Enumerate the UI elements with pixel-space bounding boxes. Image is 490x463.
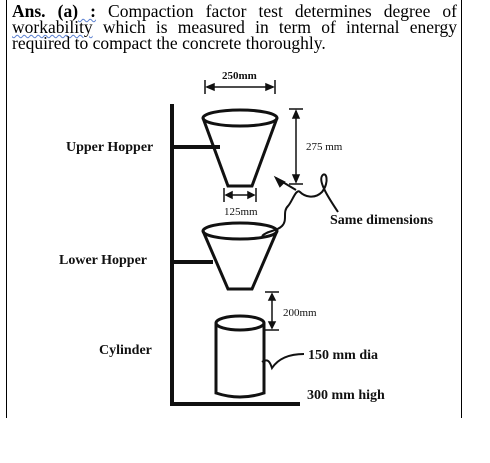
- cylinder: [214, 314, 266, 399]
- dia-leader: [261, 353, 305, 371]
- gap-label: 200mm: [283, 307, 317, 319]
- hopper-height-dimension: [289, 108, 303, 185]
- answer-lead: Ans. (a) :: [12, 1, 96, 21]
- same-dimensions-label: Same dimensions: [330, 213, 434, 228]
- top-width-dimension: [204, 80, 276, 94]
- bottom-width-dimension: [223, 188, 257, 202]
- answer-text-2: which is measured in term of internal en…: [12, 17, 457, 53]
- lower-hopper: [201, 221, 279, 291]
- same-dimensions-leader: [261, 173, 339, 237]
- answer-text-workability: workability: [12, 17, 93, 37]
- lower-hopper-label: Lower Hopper: [59, 253, 147, 268]
- upper-hopper: [201, 108, 279, 188]
- cylinder-dia-label: 150 mm dia: [308, 348, 378, 363]
- cylinder-label: Cylinder: [99, 343, 152, 358]
- cylinder-high-label: 300 mm high: [307, 388, 385, 403]
- hopper-height-label: 275 mm: [306, 141, 343, 153]
- stand: [170, 104, 300, 406]
- bottom-width-label: 125mm: [224, 206, 258, 218]
- gap-dimension: [265, 291, 279, 331]
- answer-paragraph: Ans. (a) : Compaction factor test determ…: [12, 1, 458, 53]
- answer-frame: [6, 0, 462, 418]
- top-width-label: 250mm: [222, 70, 257, 82]
- answer-text-1: Compaction factor test determines degree…: [95, 1, 458, 21]
- upper-hopper-label: Upper Hopper: [66, 140, 153, 155]
